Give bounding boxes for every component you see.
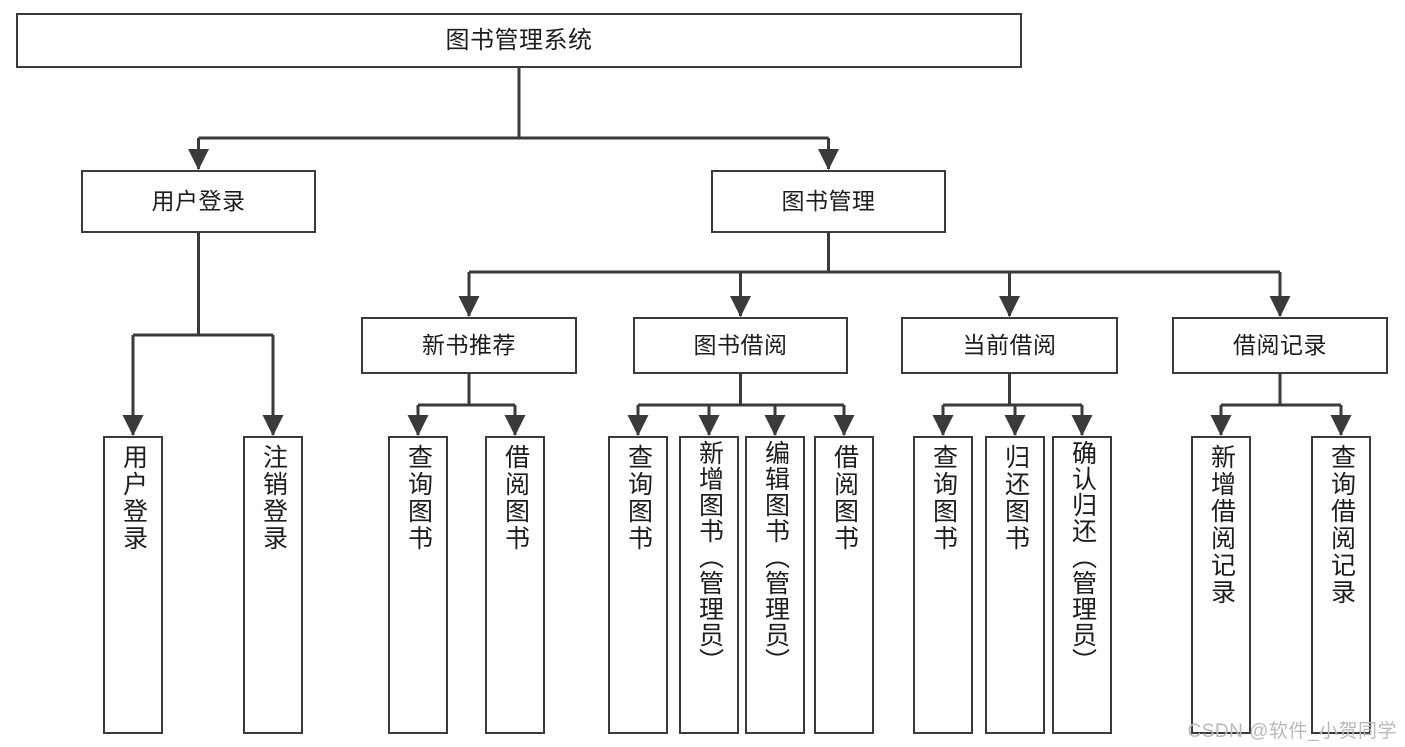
node-leaf-add-book[interactable]: 新增图书（管理员） — [679, 436, 739, 734]
node-label: 用户登录 — [151, 188, 246, 215]
node-label: 查询图书 — [929, 444, 958, 552]
node-leaf-query-record[interactable]: 查询借阅记录 — [1311, 436, 1371, 734]
node-leaf-add-record[interactable]: 新增借阅记录 — [1191, 436, 1251, 734]
node-label: 借阅记录 — [1233, 332, 1327, 359]
node-leaf-borrow-book-2[interactable]: 借阅图书 — [814, 436, 874, 734]
node-leaf-return-book[interactable]: 归还图书 — [985, 436, 1045, 734]
node-leaf-edit-book[interactable]: 编辑图书（管理员） — [745, 436, 805, 734]
node-label: 新书推荐 — [422, 332, 516, 359]
node-leaf-confirm-return[interactable]: 确认归还（管理员） — [1052, 436, 1112, 734]
node-label: 查询借阅记录 — [1327, 444, 1356, 606]
node-label: 图书借阅 — [693, 332, 788, 359]
node-leaf-user-login[interactable]: 用户登录 — [103, 436, 163, 734]
node-borrow-record[interactable]: 借阅记录 — [1172, 317, 1388, 374]
node-leaf-borrow-book-1[interactable]: 借阅图书 — [485, 436, 545, 734]
node-label: 归还图书 — [1001, 444, 1030, 552]
node-label: 编辑图书（管理员） — [761, 440, 790, 674]
node-label: 查询图书 — [404, 444, 433, 552]
node-label: 借阅图书 — [501, 444, 530, 552]
node-label: 确认归还（管理员） — [1068, 440, 1097, 674]
csdn-watermark: CSDN @软件_小贺同学 — [1187, 721, 1397, 742]
node-leaf-query-book-2[interactable]: 查询图书 — [608, 436, 668, 734]
node-book-manage[interactable]: 图书管理 — [711, 170, 946, 233]
node-leaf-query-book-3[interactable]: 查询图书 — [913, 436, 973, 734]
node-current-borrow[interactable]: 当前借阅 — [901, 317, 1118, 374]
node-label: 图书管理系统 — [445, 26, 593, 54]
node-label: 新增图书（管理员） — [695, 440, 724, 674]
node-root[interactable]: 图书管理系统 — [16, 13, 1022, 68]
node-label: 借阅图书 — [830, 444, 859, 552]
node-label: 注销登录 — [259, 444, 288, 552]
node-label: 当前借阅 — [962, 332, 1057, 359]
node-new-book-recommend[interactable]: 新书推荐 — [361, 317, 577, 374]
node-label: 用户登录 — [119, 444, 148, 552]
node-leaf-query-book-1[interactable]: 查询图书 — [388, 436, 448, 734]
node-label: 图书管理 — [781, 188, 876, 215]
node-label: 新增借阅记录 — [1207, 444, 1236, 606]
node-user-login[interactable]: 用户登录 — [81, 170, 316, 233]
node-book-borrow[interactable]: 图书借阅 — [633, 317, 848, 374]
node-label: 查询图书 — [624, 444, 653, 552]
node-leaf-user-logout[interactable]: 注销登录 — [243, 436, 303, 734]
